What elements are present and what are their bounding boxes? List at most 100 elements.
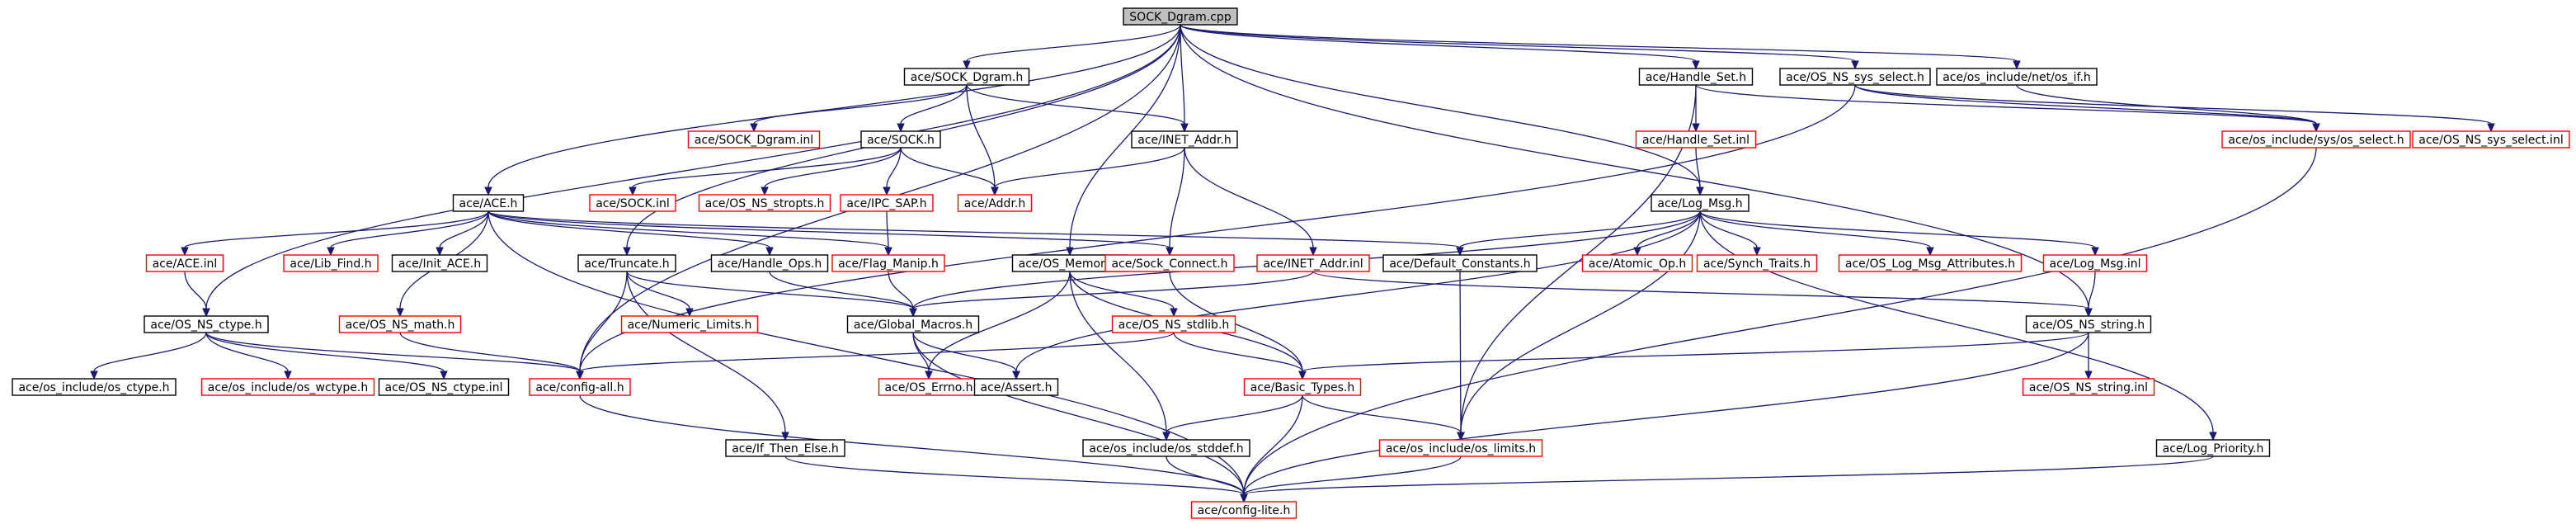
- node-label: ace/Flag_Manip.h: [838, 257, 939, 271]
- node-box: [378, 378, 510, 396]
- node-os-ns-stdlib-h[interactable]: ace/OS_NS_stdlib.h: [1111, 315, 1236, 333]
- node-ace-h[interactable]: ace/ACE.h: [452, 194, 525, 212]
- node-truncate-h[interactable]: ace/Truncate.h: [577, 254, 676, 272]
- node-label: ace/OS_NS_ctype.h: [150, 319, 261, 332]
- node-box: [2155, 439, 2271, 457]
- edge-os_ns_string_h-to-os_ns_string_inl: [2084, 333, 2093, 380]
- node-log-priority-h[interactable]: ace/Log_Priority.h: [2155, 439, 2271, 457]
- edge-log_msg_h-to-log_msg_inl: [1699, 210, 2099, 257]
- node-label: ace/OS_Errno.h: [885, 381, 973, 394]
- edge-sock_dgram_h-to-inet_addr_h: [966, 84, 1189, 133]
- node-box: [1581, 254, 1693, 272]
- node-os-ns-math-h[interactable]: ace/OS_NS_math.h: [338, 315, 462, 333]
- node-os-include-os-stddef-h[interactable]: ace/os_include/os_stddef.h: [1082, 439, 1250, 457]
- edge-ace_h-to-ace_inl: [181, 210, 489, 257]
- node-os-ns-stropts-h[interactable]: ace/OS_NS_stropts.h: [698, 194, 831, 212]
- node-box: [1190, 501, 1297, 519]
- node-os-log-msg-attributes-h[interactable]: ace/OS_Log_Msg_Attributes.h: [1838, 254, 2023, 272]
- node-assert-h[interactable]: ace/Assert.h: [973, 378, 1059, 396]
- node-handle-ops-h[interactable]: ace/Handle_Ops.h: [710, 254, 829, 272]
- node-label: ace/Handle_Ops.h: [718, 257, 822, 271]
- edge-os_ns_math_h-to-config_all_h: [399, 332, 584, 380]
- node-ace-inl[interactable]: ace/ACE.inl: [145, 254, 224, 272]
- edge-truncate_h-to-if_then_else_h: [626, 271, 789, 441]
- edge-ace_inl-to-os_ns_ctype_h: [184, 271, 210, 318]
- node-os-include-os-ctype-h[interactable]: ace/os_include/os_ctype.h: [12, 378, 177, 396]
- node-default-constants-h[interactable]: ace/Default_Constants.h: [1382, 254, 1538, 272]
- node-inet-addr-inl[interactable]: ace/INET_Addr.inl: [1256, 254, 1370, 272]
- node-box: [1936, 68, 2098, 86]
- node-init-ace-h[interactable]: ace/Init_ACE.h: [391, 254, 488, 272]
- node-sock-h[interactable]: ace/SOCK.h: [860, 130, 941, 149]
- edge-handle_ops_h-to-global_macros_h: [769, 271, 917, 318]
- node-global-macros-h[interactable]: ace/Global_Macros.h: [846, 315, 980, 333]
- edge-sock_dgram_h-to-sock_dgram_inl: [750, 84, 968, 133]
- node-sock-dgram-inl[interactable]: ace/SOCK_Dgram.inl: [687, 130, 821, 149]
- edge-log_priority_h-to-config_lite_h: [1240, 456, 2214, 503]
- node-box: [831, 254, 945, 272]
- edge-inet_addr_h-to-sock_connect_h: [1166, 147, 1185, 257]
- node-label: ace/OS_Memory.h: [1019, 257, 1122, 271]
- node-label: ace/Log_Msg.inl: [2050, 257, 2141, 271]
- edge-sock_dgram_h-to-sock_h: [897, 84, 968, 133]
- node-os-include-os-wctype-h[interactable]: ace/os_include/os_wctype.h: [200, 378, 375, 396]
- node-sock-inl[interactable]: ace/SOCK.inl: [589, 194, 676, 212]
- node-ipc-sap-h[interactable]: ace/IPC_SAP.h: [840, 194, 934, 212]
- node-box: [1779, 68, 1931, 86]
- edge-global_macros_h-to-assert_h: [912, 332, 1020, 380]
- node-box: [1696, 254, 1818, 272]
- node-config-all-h[interactable]: ace/config-all.h: [529, 378, 631, 396]
- edge-ace_h-to-init_ace_h: [436, 210, 489, 257]
- node-box: [1838, 254, 2023, 272]
- node-handle-set-inl[interactable]: ace/Handle_Set.inl: [1635, 130, 1757, 149]
- node-label: ace/ACE.inl: [153, 257, 218, 271]
- node-box: [1123, 7, 1238, 26]
- node-box: [529, 378, 631, 396]
- node-numeric-limits-h[interactable]: ace/Numeric_Limits.h: [620, 315, 759, 333]
- node-basic-types-h[interactable]: ace/Basic_Types.h: [1243, 378, 1362, 396]
- edge-inet_addr_h-to-inet_addr_inl: [1184, 147, 1317, 257]
- node-log-msg-inl[interactable]: ace/Log_Msg.inl: [2042, 254, 2148, 272]
- node-sock-connect-h[interactable]: ace/Sock_Connect.h: [1104, 254, 1235, 272]
- node-label: ace/ACE.h: [459, 197, 518, 210]
- node-os-ns-ctype-inl[interactable]: ace/OS_NS_ctype.inl: [378, 378, 510, 396]
- node-os-ns-sys-select-inl[interactable]: ace/OS_NS_sys_select.inl: [2412, 130, 2570, 149]
- node-if-then-else-h[interactable]: ace/If_Then_Else.h: [725, 439, 845, 457]
- node-flag-manip-h[interactable]: ace/Flag_Manip.h: [831, 254, 945, 272]
- node-synch-traits-h[interactable]: ace/Synch_Traits.h: [1696, 254, 1818, 272]
- edge-log_msg_h-to-assert_h: [1012, 210, 1701, 380]
- node-os-ns-string-h[interactable]: ace/OS_NS_string.h: [2025, 315, 2152, 333]
- node-box: [860, 130, 941, 149]
- node-os-ns-sys-select-h[interactable]: ace/OS_NS_sys_select.h: [1779, 68, 1931, 86]
- node-box: [1256, 254, 1370, 272]
- node-box: [145, 254, 224, 272]
- node-label: ace/Log_Msg.h: [1657, 197, 1742, 210]
- node-os-include-os-limits-h[interactable]: ace/os_include/os_limits.h: [1378, 439, 1543, 457]
- edge-truncate_h-to-numeric_limits_h: [626, 271, 694, 318]
- node-box: [846, 315, 980, 333]
- node-os-include-sys-select-h[interactable]: ace/os_include/sys/os_select.h: [2221, 130, 2411, 149]
- node-label: ace/IPC_SAP.h: [846, 197, 926, 210]
- node-box: [577, 254, 676, 272]
- edge-handle_set_inl-to-log_msg_h: [1695, 147, 1704, 196]
- node-box: [1082, 439, 1250, 457]
- node-lib-find-h[interactable]: ace/Lib_Find.h: [283, 254, 379, 272]
- node-os-ns-ctype-h[interactable]: ace/OS_NS_ctype.h: [144, 315, 269, 333]
- edge-log_msg_h-to-log_priority_h: [1699, 210, 2217, 441]
- node-label: ace/Assert.h: [981, 381, 1053, 394]
- node-config-lite-h[interactable]: ace/config-lite.h: [1190, 501, 1297, 519]
- node-inet-addr-h[interactable]: ace/INET_Addr.h: [1131, 130, 1238, 149]
- node-box: [840, 194, 934, 212]
- edge-os_ns_ctype_h-to-os_ns_ctype_inl: [205, 332, 448, 380]
- node-atomic-op-h[interactable]: ace/Atomic_Op.h: [1581, 254, 1693, 272]
- node-log-msg-h[interactable]: ace/Log_Msg.h: [1651, 194, 1750, 212]
- edge-log_msg_h-to-synch_traits_h: [1699, 210, 1761, 257]
- node-addr-h[interactable]: ace/Addr.h: [957, 194, 1033, 212]
- node-handle-set-h[interactable]: ace/Handle_Set.h: [1638, 68, 1754, 86]
- node-os-errno-h[interactable]: ace/OS_Errno.h: [878, 378, 980, 396]
- node-sock-dgram-h[interactable]: ace/SOCK_Dgram.h: [903, 68, 1030, 86]
- edge-handle_set_h-to-os_include_sys_select_h: [1695, 84, 2320, 133]
- node-os-ns-string-inl[interactable]: ace/OS_NS_string.inl: [2022, 378, 2155, 396]
- node-label: ace/Global_Macros.h: [854, 319, 972, 332]
- node-os-include-net-if-h[interactable]: ace/os_include/net/os_if.h: [1936, 68, 2098, 86]
